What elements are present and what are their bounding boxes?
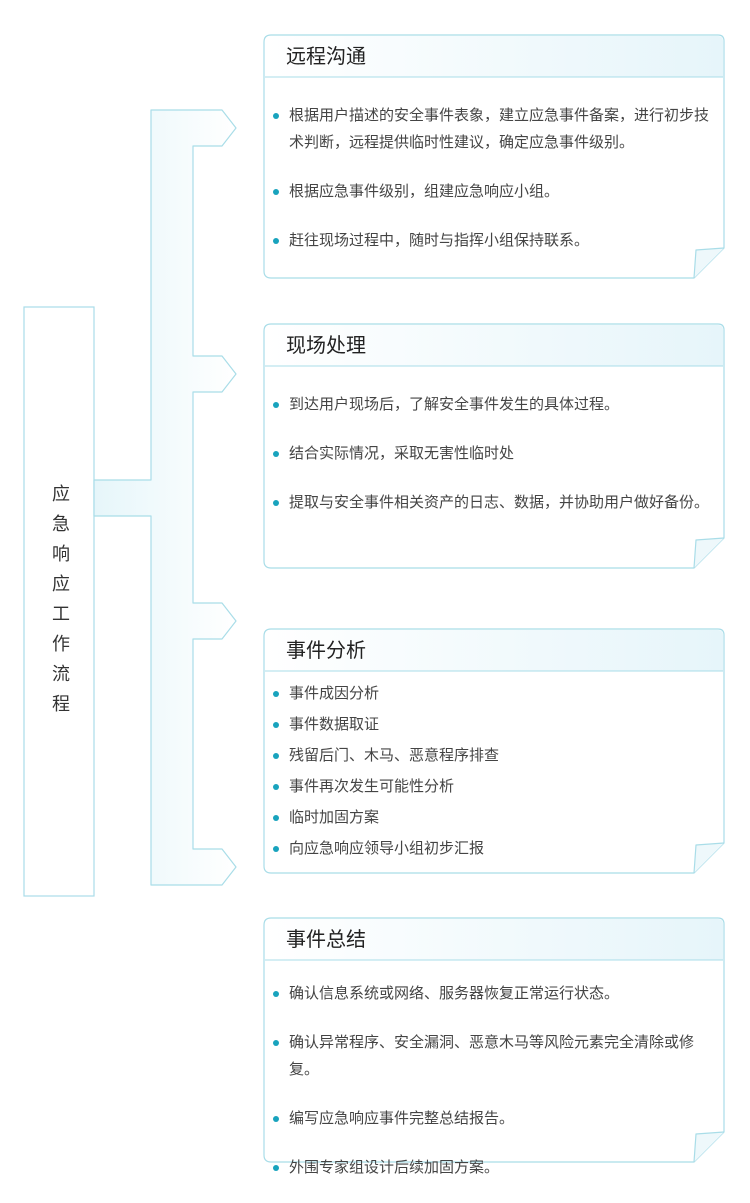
bullet-dot-icon [273,991,279,997]
bullet-dot-icon [273,113,279,119]
list-item: 到达用户现场后，了解安全事件发生的具体过程。 [270,391,710,418]
list-item-text: 结合实际情况，采取无害性临时处 [289,444,515,462]
bullet-dot-icon [273,784,279,790]
root-box [23,306,95,897]
bullet-dot-icon [273,1116,279,1122]
list-item-text: 事件再次发生可能性分析 [289,777,455,795]
list-item: 临时加固方案 [270,802,710,833]
bullet-dot-icon [273,815,279,821]
list-item-text: 事件成因分析 [289,684,380,702]
list-item: 事件数据取证 [270,709,710,740]
list-item: 事件成因分析 [270,678,710,709]
list-item: 残留后门、木马、恶意程序排查 [270,740,710,771]
bullet-dot-icon [273,691,279,697]
list-item-text: 外围专家组设计后续加固方案。 [289,1158,500,1176]
bullet-dot-icon [273,1040,279,1046]
folded-corner [693,1131,725,1163]
list-item: 提取与安全事件相关资产的日志、数据，并协助用户做好备份。 [270,489,710,516]
bullet-dot-icon [273,189,279,195]
list-item: 确认异常程序、安全漏洞、恶意木马等风险元素完全清除或修复。 [270,1029,710,1083]
list-item: 根据应急事件级别，组建应急响应小组。 [270,178,710,205]
list-item-text: 向应急响应领导小组初步汇报 [289,839,485,857]
section-title-remote: 远程沟通 [286,44,366,68]
list-item-text: 赶往现场过程中，随时与指挥小组保持联系。 [289,231,590,249]
list-item: 根据用户描述的安全事件表象，建立应急事件备案，进行初步技术判断，远程提供临时性建… [270,102,710,156]
bullet-dot-icon [273,451,279,457]
bullet-dot-icon [273,500,279,506]
section-title-summary: 事件总结 [286,927,366,951]
list-item: 外围专家组设计后续加固方案。 [270,1154,710,1181]
bullet-dot-icon [273,722,279,728]
folded-corner [693,247,725,279]
list-item-text: 确认信息系统或网络、服务器恢复正常运行状态。 [289,984,620,1002]
root-label: 应急响应工作流程 [52,484,70,715]
bullet-dot-icon [273,846,279,852]
list-item: 事件再次发生可能性分析 [270,771,710,802]
folded-corner [693,842,725,874]
section-title-analysis: 事件分析 [286,638,366,662]
bullet-dot-icon [273,1165,279,1171]
section-list-analysis: 事件成因分析 事件数据取证 残留后门、木马、恶意程序排查 事件再次发生可能性分析… [270,678,710,864]
list-item-text: 确认异常程序、安全漏洞、恶意木马等风险元素完全清除或修复。 [289,1033,695,1078]
card-onsite-handling [263,323,725,569]
list-item: 赶往现场过程中，随时与指挥小组保持联系。 [270,227,710,254]
list-item-text: 残留后门、木马、恶意程序排查 [289,746,500,764]
section-list-summary: 确认信息系统或网络、服务器恢复正常运行状态。 确认异常程序、安全漏洞、恶意木马等… [270,980,710,1203]
branch-connector [93,109,237,886]
section-list-remote: 根据用户描述的安全事件表象，建立应急事件备案，进行初步技术判断，远程提供临时性建… [270,102,710,276]
section-list-onsite: 到达用户现场后，了解安全事件发生的具体过程。 结合实际情况，采取无害性临时处 提… [270,391,710,538]
list-item-text: 提取与安全事件相关资产的日志、数据，并协助用户做好备份。 [289,493,710,511]
card-event-summary [263,917,725,1163]
list-item: 确认信息系统或网络、服务器恢复正常运行状态。 [270,980,710,1007]
list-item: 编写应急响应事件完整总结报告。 [270,1105,710,1132]
list-item: 向应急响应领导小组初步汇报 [270,833,710,864]
card-remote-communication [263,34,725,279]
list-item: 结合实际情况，采取无害性临时处 [270,440,710,467]
list-item-text: 编写应急响应事件完整总结报告。 [289,1109,515,1127]
list-item-text: 事件数据取证 [289,715,380,733]
folded-corner [693,537,725,569]
list-item-text: 根据用户描述的安全事件表象，建立应急事件备案，进行初步技术判断，远程提供临时性建… [289,106,710,151]
card-event-analysis [263,628,725,874]
bullet-dot-icon [273,753,279,759]
list-item-text: 到达用户现场后，了解安全事件发生的具体过程。 [289,395,620,413]
list-item-text: 根据应急事件级别，组建应急响应小组。 [289,182,560,200]
section-title-onsite: 现场处理 [286,333,366,357]
list-item-text: 临时加固方案 [289,808,380,826]
bullet-dot-icon [273,238,279,244]
bullet-dot-icon [273,402,279,408]
